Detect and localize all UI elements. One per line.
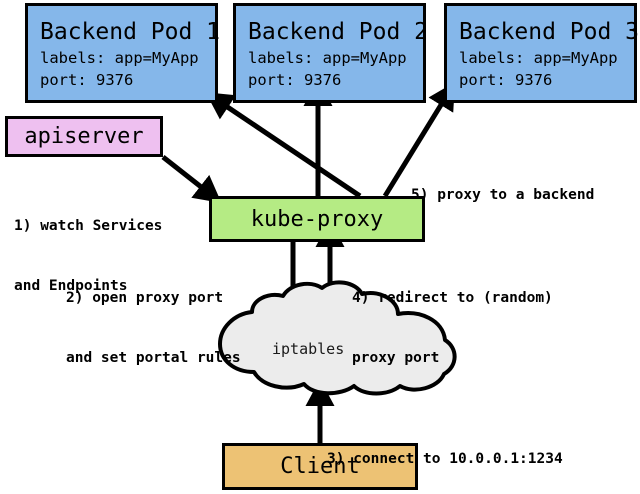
step-5-label: 5) proxy to a backend [411, 145, 594, 245]
step-3-line-1: 3) connect to 10.0.0.1:1234 [327, 451, 563, 467]
step-2-line-1: 2) open proxy port [66, 290, 224, 306]
step-5-line-1: 5) proxy to a backend [411, 187, 595, 203]
iptables-label: iptables [272, 340, 345, 358]
step-1-line-2: and Endpoints [14, 278, 128, 294]
step-1-line-1: 1) watch Services [14, 218, 163, 234]
arrow-apiserver-to-kubeproxy [161, 155, 222, 203]
backend-pod-2-port: port: 9376 [248, 71, 342, 89]
client-node[interactable]: Client [222, 443, 418, 490]
apiserver-label: apiserver [24, 124, 144, 149]
step-4-label: 4) redirect to (random) proxy port [352, 248, 553, 408]
backend-pod-3-labels: labels: app=MyApp [459, 49, 618, 67]
backend-pod-1-title: Backend Pod 1 [40, 19, 221, 45]
step-4-line-2: proxy port [352, 350, 440, 366]
backend-pod-1-labels: labels: app=MyApp [40, 49, 199, 67]
kube-proxy-node[interactable]: kube-proxy [209, 196, 425, 242]
step-2-label: 2) open proxy port and set portal rules [66, 248, 241, 408]
backend-pod-3-port: port: 9376 [459, 71, 553, 89]
backend-pod-2-title: Backend Pod 2 [248, 19, 429, 45]
backend-pod-3[interactable]: Backend Pod 3 labels: app=MyApp port: 93… [444, 3, 640, 103]
step-2-line-2: and set portal rules [66, 350, 241, 366]
step-1-label: 1) watch Services and Endpoints [14, 176, 162, 336]
kube-proxy-label: kube-proxy [250, 206, 384, 232]
backend-pod-2[interactable]: Backend Pod 2 labels: app=MyApp port: 93… [233, 3, 429, 103]
step-4-line-1: 4) redirect to (random) [352, 290, 553, 306]
step-3-label: 3) connect to 10.0.0.1:1234 [327, 409, 563, 494]
apiserver-node[interactable]: apiserver [5, 116, 163, 157]
backend-pod-1[interactable]: Backend Pod 1 labels: app=MyApp port: 93… [25, 3, 221, 103]
backend-pod-3-title: Backend Pod 3 [459, 19, 640, 45]
arrow-kubeproxy-to-pod-1 [205, 92, 362, 199]
backend-pod-1-port: port: 9376 [40, 71, 134, 89]
backend-pod-2-labels: labels: app=MyApp [248, 49, 407, 67]
client-label: Client [280, 454, 360, 479]
